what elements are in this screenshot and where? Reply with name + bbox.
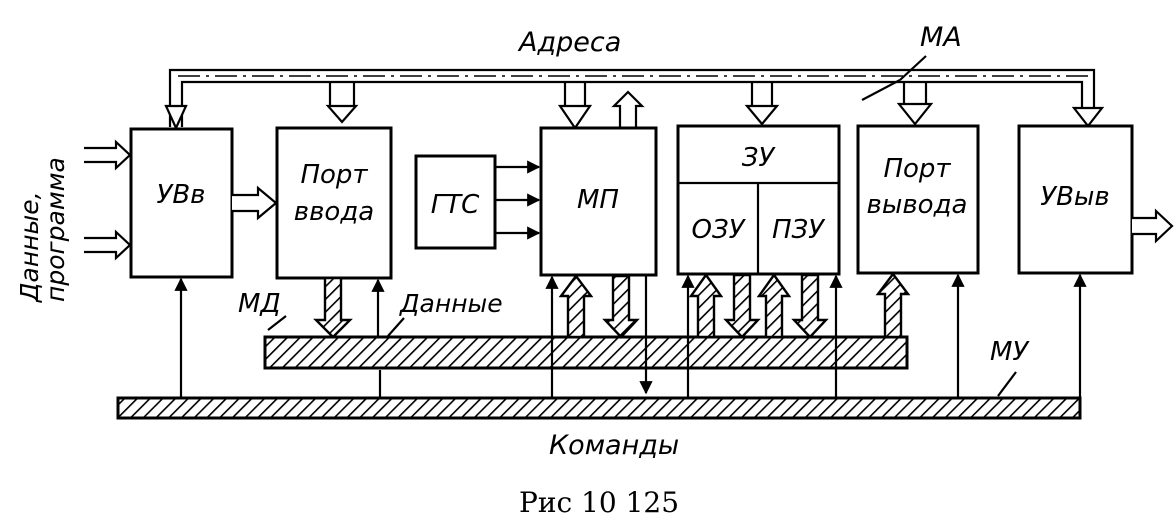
arrow-uvv-to-port-in	[232, 185, 278, 221]
block-zu: ЗУ ОЗУ ПЗУ	[676, 124, 841, 276]
block-mp: МП	[539, 126, 658, 277]
gts-label: ГТС	[431, 190, 480, 220]
arrow-uvyv-output	[1132, 208, 1174, 244]
commands-label: Команды	[549, 430, 679, 461]
ma-label: МА	[920, 22, 962, 53]
block-uvv: УВв	[129, 127, 234, 279]
address-arrow-port-out	[896, 102, 934, 126]
address-arrow-mp	[557, 104, 593, 130]
data-bus	[263, 335, 909, 370]
data-bus-connectors	[313, 272, 911, 339]
address-arrow-from-mp	[611, 90, 645, 130]
control-bus	[116, 396, 1082, 420]
mp-label: МП	[577, 185, 619, 215]
gts-to-mp-arrows	[495, 160, 541, 240]
data-label: Данные	[399, 289, 503, 318]
address-arrow-port-in	[325, 104, 359, 124]
port-in-label-line1: Порт	[300, 160, 368, 190]
ozu-label: ОЗУ	[692, 215, 747, 245]
port-in-label-line2: ввода	[294, 197, 374, 227]
address-arrow-uvv	[164, 104, 188, 131]
zu-label: ЗУ	[742, 143, 777, 173]
mu-label: МУ	[990, 337, 1030, 367]
md-label: МД	[238, 289, 281, 319]
uvv-label: УВв	[156, 180, 205, 210]
port-out-label-line2: вывода	[867, 190, 968, 220]
block-port-in: Порт ввода	[275, 126, 393, 280]
address-label: Адреса	[517, 27, 621, 58]
input-side-label-line1: Данные,	[15, 191, 44, 303]
uvyv-label: УВыв	[1040, 182, 1110, 212]
figure-caption: Рис 10 125	[519, 486, 679, 519]
address-arrow-zu	[744, 104, 780, 126]
pzu-label: ПЗУ	[772, 215, 826, 245]
block-uvyv: УВыв	[1017, 124, 1134, 275]
address-arrow-uvyv	[1071, 106, 1105, 128]
address-bus	[164, 55, 1105, 131]
block-gts: ГТС	[414, 154, 497, 250]
control-lines	[174, 273, 1087, 398]
port-out-label-line1: Порт	[883, 154, 951, 184]
input-side-label-line2: программа	[41, 157, 70, 302]
block-port-out: Порт вывода	[856, 124, 980, 275]
input-arrows	[84, 139, 132, 261]
